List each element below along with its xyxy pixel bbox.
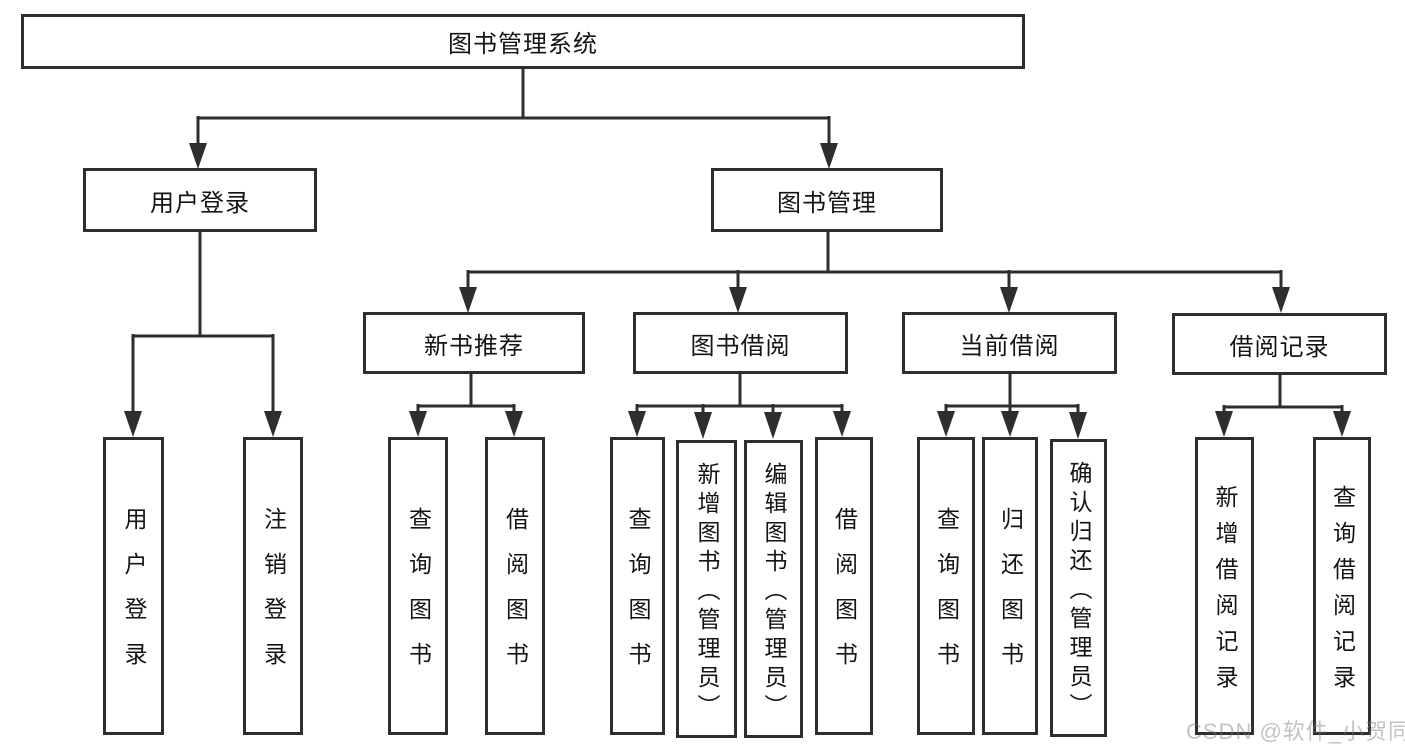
node-leaf-query-books-current: 查询图书 bbox=[917, 437, 975, 735]
node-book-borrow: 图书借阅 bbox=[633, 312, 848, 374]
node-current-borrow: 当前借阅 bbox=[902, 312, 1117, 374]
node-leaf-label: 查询图书 bbox=[405, 507, 432, 687]
node-borrow-records: 借阅记录 bbox=[1172, 313, 1387, 375]
node-leaf-label: 新增借阅记录 bbox=[1212, 484, 1238, 701]
node-leaf-query-books-borrow: 查询图书 bbox=[610, 437, 665, 735]
node-leaf-edit-book-admin: 编辑图书（管理员） bbox=[744, 440, 803, 738]
node-leaf-query-borrow-record: 查询借阅记录 bbox=[1313, 437, 1371, 735]
node-leaf-label: 确认归还（管理员） bbox=[1066, 460, 1092, 722]
node-leaf-label: 借阅图书 bbox=[502, 507, 529, 687]
node-leaf-label: 查询借阅记录 bbox=[1329, 484, 1356, 701]
node-user-login-group: 用户登录 bbox=[83, 168, 317, 232]
node-leaf-borrow-books-recommend: 借阅图书 bbox=[485, 437, 545, 735]
node-leaf-label: 注销登录 bbox=[260, 507, 287, 687]
node-leaf-return-books: 归还图书 bbox=[982, 437, 1038, 735]
node-leaf-borrow-books: 借阅图书 bbox=[815, 437, 873, 735]
csdn-watermark: CSDN @软件_小贺同学 bbox=[1186, 719, 1405, 744]
node-leaf-user-login: 用户登录 bbox=[103, 437, 164, 735]
node-leaf-add-book-admin: 新增图书（管理员） bbox=[676, 440, 737, 738]
node-book-management: 图书管理 bbox=[711, 168, 943, 232]
node-leaf-label: 查询图书 bbox=[933, 507, 960, 687]
node-new-book-recommend: 新书推荐 bbox=[363, 312, 585, 374]
node-leaf-label: 用户登录 bbox=[121, 507, 147, 687]
node-leaf-label: 查询图书 bbox=[625, 507, 651, 687]
node-leaf-label: 编辑图书（管理员） bbox=[761, 461, 787, 723]
node-leaf-label: 新增图书（管理员） bbox=[694, 461, 720, 723]
node-leaf-query-books-recommend: 查询图书 bbox=[388, 437, 448, 735]
node-leaf-label: 归还图书 bbox=[997, 507, 1024, 687]
node-library-system: 图书管理系统 bbox=[21, 14, 1025, 69]
node-leaf-logout: 注销登录 bbox=[243, 437, 303, 735]
node-leaf-add-borrow-record: 新增借阅记录 bbox=[1195, 437, 1254, 735]
node-leaf-label: 借阅图书 bbox=[831, 507, 858, 687]
node-leaf-confirm-return-admin: 确认归还（管理员） bbox=[1050, 439, 1107, 737]
